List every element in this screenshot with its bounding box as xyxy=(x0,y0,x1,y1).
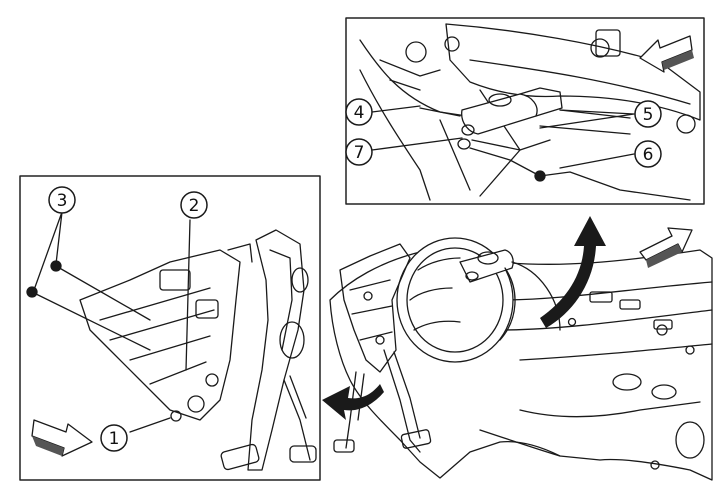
spring-coil xyxy=(279,321,305,359)
master-cylinder-port xyxy=(465,271,479,281)
callout-2: 2 xyxy=(180,191,208,219)
master-cylinder-cap xyxy=(488,93,512,107)
pedal-lever xyxy=(247,229,305,471)
switch-housing xyxy=(195,299,219,319)
pedal-pad xyxy=(289,445,317,463)
panel-grommet xyxy=(675,421,705,459)
callout-5: 5 xyxy=(634,100,662,128)
svg-text:7: 7 xyxy=(354,143,365,163)
svg-text:6: 6 xyxy=(643,145,654,165)
master-cylinder xyxy=(459,249,514,283)
connector-block xyxy=(595,29,621,57)
leader-line xyxy=(33,211,63,291)
callout-1: 1 xyxy=(100,424,128,452)
master-cylinder-port xyxy=(457,138,471,150)
pedal-bracket-detail xyxy=(349,279,393,341)
panel-slot xyxy=(619,299,641,310)
bracket-fastener xyxy=(375,335,385,345)
bolt-hole xyxy=(650,460,660,470)
dash-panel xyxy=(329,249,713,481)
leader-line xyxy=(129,417,171,433)
brake-line xyxy=(469,147,691,201)
curved-arrow-icon xyxy=(322,384,384,420)
accelerator-pedal-arm xyxy=(345,371,365,449)
pedal-bracket xyxy=(339,243,411,373)
bolt-head xyxy=(590,38,610,58)
leader-line xyxy=(539,109,635,129)
panel-slot xyxy=(653,319,673,330)
brake-booster-rim xyxy=(406,247,504,353)
callout-4: 4 xyxy=(345,98,373,126)
brake-booster-ribs xyxy=(409,257,461,331)
pedal-lever-inner xyxy=(227,243,293,351)
brake-line xyxy=(471,139,551,151)
leader-line xyxy=(185,219,191,371)
pedal-lower-arm xyxy=(283,375,311,461)
bolt-hole xyxy=(656,324,668,336)
panel-grommet xyxy=(612,373,642,391)
master-cylinder-cap xyxy=(477,251,499,265)
firewall-edge xyxy=(359,39,481,201)
svg-text:4: 4 xyxy=(354,103,365,123)
curved-arrow-icon xyxy=(540,216,606,328)
brake-pedal-assembly-inset xyxy=(19,175,321,481)
pedal-pad xyxy=(220,443,260,471)
svg-text:1: 1 xyxy=(109,429,120,449)
bolt-head xyxy=(444,36,460,52)
direction-arrow-icon xyxy=(639,227,693,268)
direction-arrow-icon xyxy=(31,419,93,457)
pedal-support-bracket xyxy=(79,249,241,421)
direction-arrow-icon xyxy=(639,35,694,73)
pivot-bolt xyxy=(205,373,219,387)
spring-coil xyxy=(291,267,309,293)
pedal-support-detail xyxy=(99,287,215,385)
brake-pedal-pad xyxy=(400,429,432,449)
pivot-bolt xyxy=(170,410,182,422)
switch-housing xyxy=(159,269,191,291)
dash-panel-assembly-view xyxy=(322,216,713,481)
leader-line xyxy=(559,153,635,169)
callout-3: 3 xyxy=(48,186,76,214)
svg-text:2: 2 xyxy=(189,196,200,216)
bolt-head xyxy=(405,41,427,63)
leader-line xyxy=(371,137,463,151)
brake-line xyxy=(419,107,461,117)
bolt-hole xyxy=(685,345,695,355)
pivot-bolt xyxy=(187,395,205,413)
line-fitting xyxy=(534,170,546,182)
panel-slot xyxy=(589,291,613,303)
callout-7: 7 xyxy=(345,138,373,166)
master-cylinder-port xyxy=(461,124,475,136)
callout-6: 6 xyxy=(634,140,662,168)
panel-grommet xyxy=(651,384,677,400)
bolt-head xyxy=(676,114,696,134)
brake-lines xyxy=(499,261,561,341)
reservoir xyxy=(519,87,563,117)
accelerator-pedal-pad xyxy=(333,439,355,453)
dash-panel-lower-edge xyxy=(479,401,701,457)
stud-line xyxy=(31,265,151,351)
svg-text:5: 5 xyxy=(643,105,654,125)
bolt-hole xyxy=(567,317,577,327)
wiring xyxy=(379,59,441,91)
svg-text:3: 3 xyxy=(57,191,68,211)
leader-line xyxy=(371,105,421,113)
bracket-fastener xyxy=(363,291,373,301)
dash-panel-ridge xyxy=(499,281,713,361)
